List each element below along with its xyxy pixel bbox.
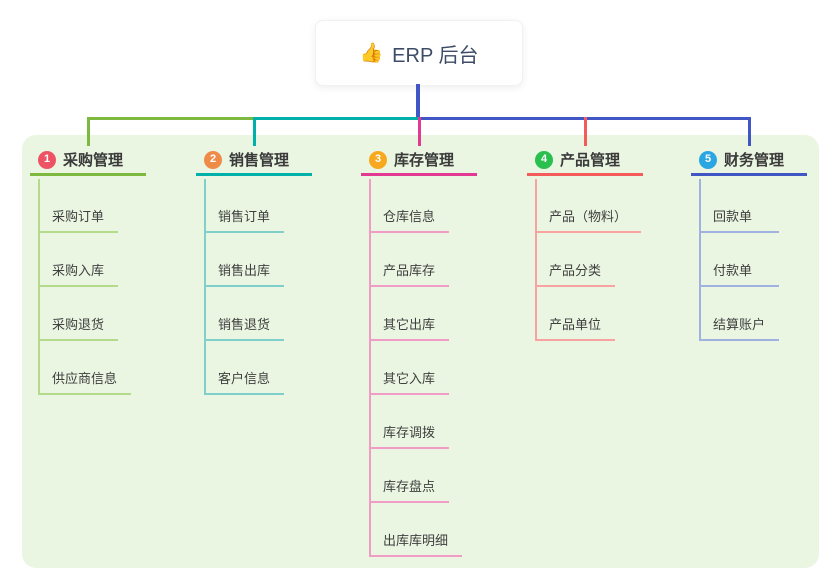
child-node: 销售出库 [204,233,285,287]
child-node: 其它出库 [369,287,462,341]
children-list: 产品（物料） 产品分类产品单位 [535,179,642,341]
children-list: 回款单付款单结算账户 [699,179,780,341]
children-connector-line [369,179,371,557]
branch-drop-line [747,117,751,146]
child-node: 采购退货 [38,287,131,341]
child-node-label[interactable]: 产品单位 [535,314,616,341]
branch-number-badge: 4 [535,150,553,169]
branch-header[interactable]: 3 库存管理 [361,146,477,176]
child-node: 产品单位 [535,287,641,341]
branch-drop-line [417,117,421,146]
child-node-label[interactable]: 其它出库 [369,314,450,341]
branch-title: 财务管理 [724,152,785,169]
branch-库存管理: 3 库存管理仓库信息产品库存其它出库其它入库库存调拨库存盘点出库库明细 [361,146,477,557]
child-node: 回款单 [699,179,779,233]
children-connector-line [699,179,701,341]
child-node-label[interactable]: 销售订单 [204,206,285,233]
children-list: 仓库信息产品库存其它出库其它入库库存调拨库存盘点出库库明细 [369,179,463,557]
branch-销售管理: 2 销售管理销售订单销售出库销售退货客户信息 [196,146,312,395]
child-node: 产品分类 [535,233,641,287]
branch-header[interactable]: 2 销售管理 [196,146,312,176]
child-node-label[interactable]: 产品分类 [535,260,616,287]
branch-number-badge: 3 [369,150,387,169]
thumbs-up-icon: 👍 [359,42,384,64]
child-node-label[interactable]: 采购入库 [38,260,119,287]
children-list: 销售订单销售出库销售退货客户信息 [204,179,285,395]
branch-title: 采购管理 [63,152,124,169]
child-node: 付款单 [699,233,779,287]
root-stem-line [416,84,420,118]
child-node: 仓库信息 [369,179,462,233]
branch-drop-line [252,117,256,146]
child-node-label[interactable]: 库存盘点 [369,476,450,503]
branch-drop-line [86,117,90,146]
child-node-label[interactable]: 销售退货 [204,314,285,341]
child-node-label[interactable]: 采购退货 [38,314,119,341]
branch-产品管理: 4 产品管理产品（物料） 产品分类产品单位 [527,146,643,341]
child-node: 采购入库 [38,233,131,287]
branch-title: 销售管理 [229,152,290,169]
trunk-segment-left [86,117,253,120]
child-node: 产品库存 [369,233,462,287]
child-node-label[interactable]: 采购订单 [38,206,119,233]
child-node: 其它入库 [369,341,462,395]
child-node: 供应商信息 [38,341,132,395]
child-node-label[interactable]: 其它入库 [369,368,450,395]
child-node-label[interactable]: 产品库存 [369,260,450,287]
branch-title: 库存管理 [394,152,455,169]
trunk-segment-middle [252,117,418,120]
root-label: ERP 后台 [392,44,479,67]
branches-panel [22,135,819,568]
child-node-label[interactable]: 回款单 [699,206,779,233]
child-node-label[interactable]: 付款单 [699,260,779,287]
branch-header[interactable]: 1 采购管理 [30,146,146,176]
child-node: 库存调拨 [369,395,462,449]
branch-header[interactable]: 5 财务管理 [691,146,807,176]
child-node-label[interactable]: 仓库信息 [369,206,450,233]
child-node-label[interactable]: 库存调拨 [369,422,450,449]
branch-采购管理: 1 采购管理采购订单采购入库采购退货供应商信息 [30,146,146,395]
branch-title: 产品管理 [560,152,621,169]
child-node: 结算账户 [699,287,780,341]
child-node: 销售订单 [204,179,285,233]
child-node: 产品（物料） [535,179,642,233]
branch-header[interactable]: 4 产品管理 [527,146,643,176]
child-node-label[interactable]: 出库库明细 [369,530,463,557]
children-connector-line [204,179,206,395]
children-connector-line [535,179,537,341]
child-node-label[interactable]: 结算账户 [699,314,780,341]
root-node[interactable]: 👍 ERP 后台 [315,20,523,86]
branch-drop-line [583,117,587,146]
branch-number-badge: 2 [204,150,222,169]
branch-number-badge: 1 [38,150,56,169]
child-node: 出库库明细 [369,503,463,557]
children-connector-line [38,179,40,395]
child-node: 客户信息 [204,341,285,395]
child-node-label[interactable]: 客户信息 [204,368,285,395]
child-node: 采购订单 [38,179,131,233]
branch-财务管理: 5 财务管理回款单付款单结算账户 [691,146,807,341]
child-node: 库存盘点 [369,449,462,503]
children-list: 采购订单采购入库采购退货供应商信息 [38,179,132,395]
child-node-label[interactable]: 供应商信息 [38,368,132,395]
child-node: 销售退货 [204,287,285,341]
branch-number-badge: 5 [699,150,717,169]
child-node-label[interactable]: 产品（物料） [535,206,642,233]
child-node-label[interactable]: 销售出库 [204,260,285,287]
